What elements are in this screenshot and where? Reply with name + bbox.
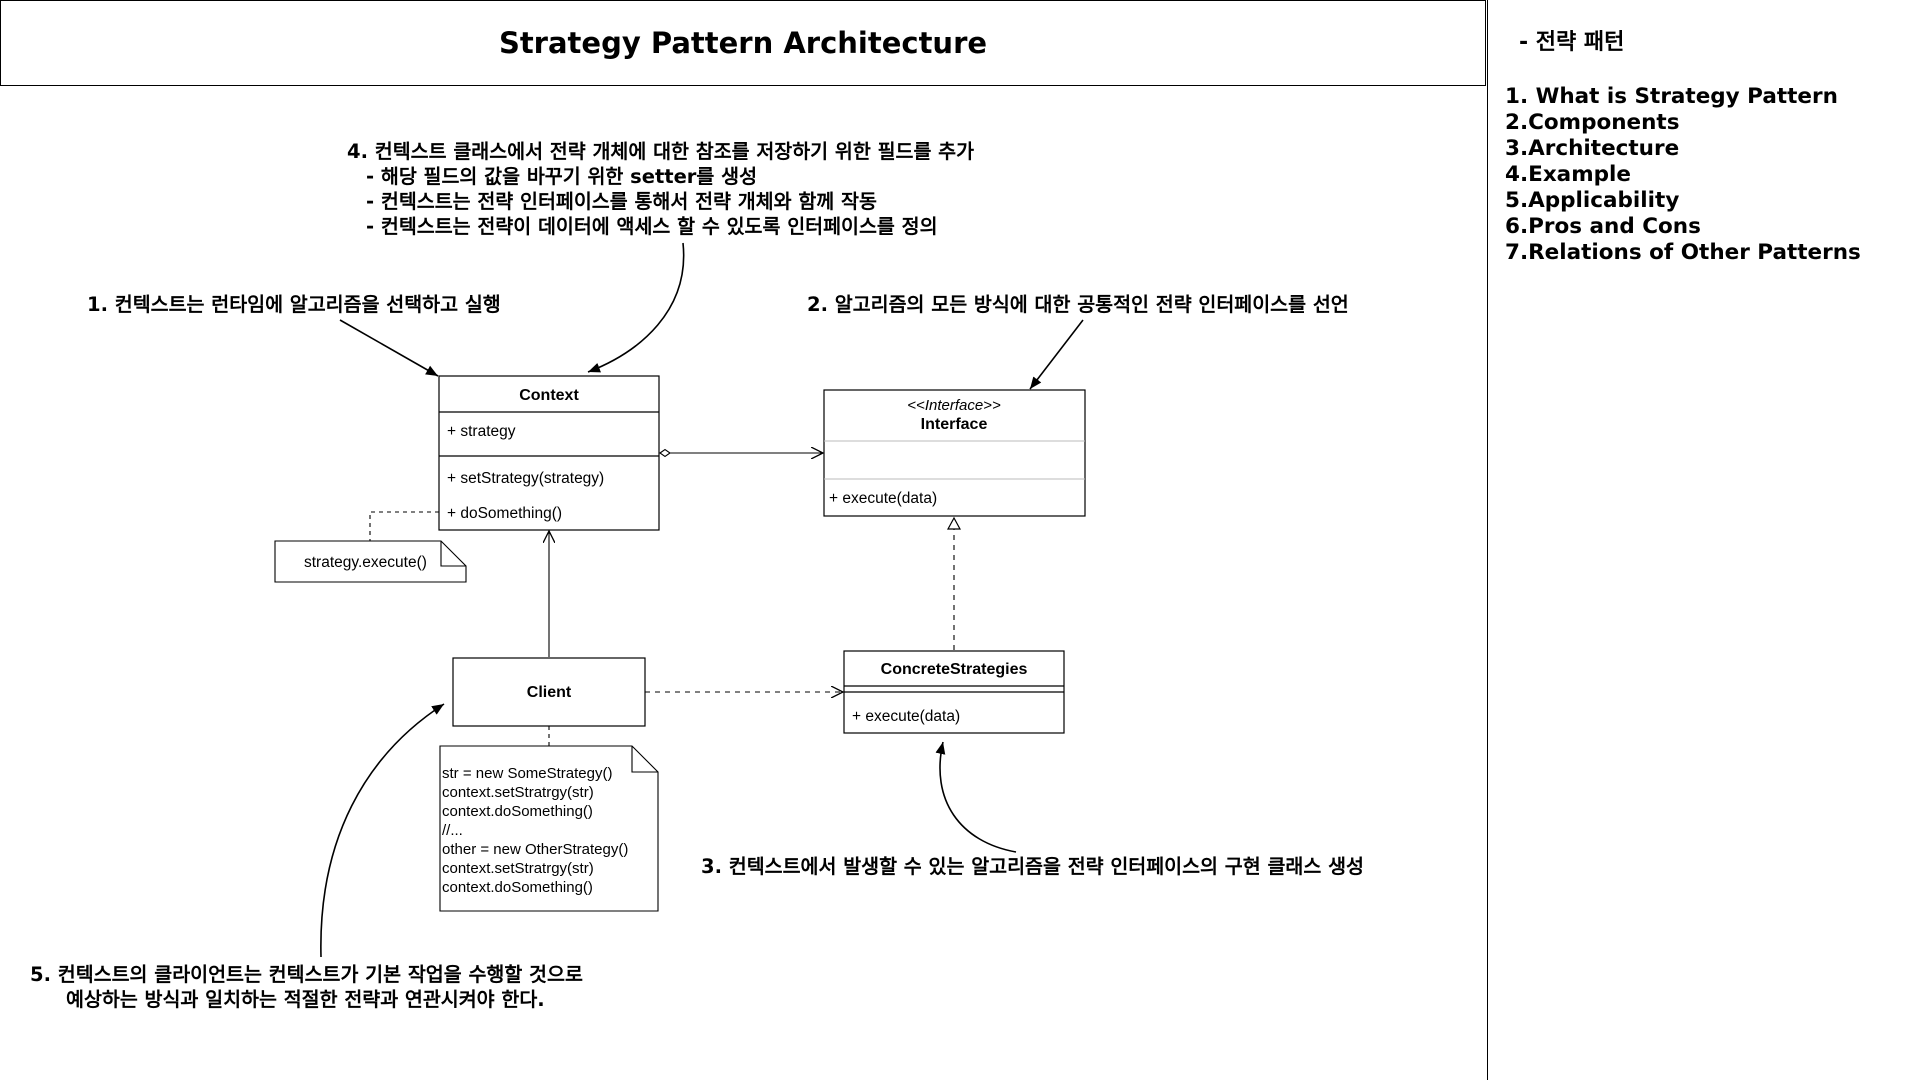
arrow-annotation-1 — [339, 319, 439, 377]
class-client[interactable]: Client — [452, 657, 646, 727]
annotation-4-line-1: 4. 컨텍스트 클래스에서 전략 개체에 대한 참조를 저장하기 위한 필드를 … — [347, 140, 974, 163]
toc-item-2[interactable]: 2.Components — [1505, 110, 1680, 135]
annotation-4-line-2: - 해당 필드의 값을 바꾸기 위한 setter를 생성 — [366, 165, 757, 188]
client-note-line-2: context.setStratrgy(str) — [442, 784, 594, 801]
annotation-arrows — [320, 242, 1084, 958]
annotation-3: 3. 컨텍스트에서 발생할 수 있는 알고리즘을 전략 인터페이스의 구현 클래… — [701, 855, 1364, 878]
interface-class-name: Interface — [921, 416, 988, 433]
toc-item-3[interactable]: 3.Architecture — [1505, 136, 1680, 161]
toc-item-1[interactable]: 1. What is Strategy Pattern — [1505, 84, 1838, 109]
relationships — [369, 453, 954, 746]
client-note-line-4: //... — [442, 822, 463, 839]
interface-stereotype: <<Interface>> — [907, 397, 1001, 414]
client-note-line-6: context.setStratrgy(str) — [442, 860, 594, 877]
toc-item-7[interactable]: 7.Relations of Other Patterns — [1505, 240, 1861, 265]
context-method-set-strategy: + setStrategy(strategy) — [447, 470, 604, 487]
arrow-annotation-5 — [320, 703, 445, 958]
note-client: str = new SomeStrategy() context.setStra… — [439, 745, 659, 912]
note-link-context — [369, 511, 439, 541]
arrow-annotation-3 — [935, 741, 1017, 853]
client-note-line-7: context.doSomething() — [442, 879, 593, 896]
annotation-5-line-1: 5. 컨텍스트의 클라이언트는 컨텍스트가 기본 작업을 수행할 것으로 — [30, 963, 583, 986]
toc-item-6[interactable]: 6.Pros and Cons — [1505, 214, 1701, 239]
annotation-4: 4. 컨텍스트 클래스에서 전략 개체에 대한 참조를 저장하기 위한 필드를 … — [347, 140, 974, 238]
context-class-name: Context — [519, 387, 579, 404]
sidebar-heading: - 전략 패턴 — [1519, 30, 1625, 55]
client-class-name: Client — [527, 684, 572, 701]
concrete-class-name: ConcreteStrategies — [881, 661, 1028, 678]
annotation-5: 5. 컨텍스트의 클라이언트는 컨텍스트가 기본 작업을 수행할 것으로 예상하… — [30, 963, 583, 1011]
page-title: Strategy Pattern Architecture — [498, 26, 988, 60]
interface-method-execute: + execute(data) — [829, 490, 937, 507]
annotation-5-line-2: 예상하는 방식과 일치하는 적절한 전략과 연관시켜야 한다. — [66, 988, 545, 1011]
context-note-text: strategy.execute() — [304, 554, 427, 571]
toc-item-4[interactable]: 4.Example — [1505, 162, 1631, 187]
arrow-annotation-4 — [587, 242, 685, 373]
concrete-method-execute: + execute(data) — [852, 708, 960, 725]
title-bar: Strategy Pattern Architecture — [0, 0, 1486, 86]
client-note-line-1: str = new SomeStrategy() — [442, 765, 612, 782]
diagram-area: Strategy Pattern Architecture 4. 컨텍스트 클래… — [0, 0, 1486, 1011]
sidebar: - 전략 패턴 1. What is Strategy Pattern 2.Co… — [1505, 24, 1905, 266]
annotation-4-line-3: - 컨텍스트는 전략 인터페이스를 통해서 전략 개체와 함께 작동 — [366, 190, 877, 213]
client-note-line-3: context.doSomething() — [442, 803, 593, 820]
context-field-strategy: + strategy — [447, 423, 516, 440]
annotation-4-line-4: - 컨텍스트는 전략이 데이터에 액세스 할 수 있도록 인터페이스를 정의 — [366, 215, 938, 238]
client-note-line-5: other = new OtherStrategy() — [442, 841, 628, 858]
toc-item-5[interactable]: 5.Applicability — [1505, 188, 1680, 213]
annotation-2: 2. 알고리즘의 모든 방식에 대한 공통적인 전략 인터페이스를 선언 — [807, 293, 1349, 316]
annotation-1: 1. 컨텍스트는 런타임에 알고리즘을 선택하고 실행 — [87, 293, 501, 316]
sidebar-divider — [1487, 0, 1488, 1080]
arrow-annotation-2 — [1029, 319, 1084, 390]
note-context: strategy.execute() — [274, 540, 467, 583]
class-interface[interactable]: <<Interface>> Interface + execute(data) — [823, 389, 1086, 517]
class-concrete-strategies[interactable]: ConcreteStrategies + execute(data) — [843, 650, 1065, 734]
context-method-do-something: + doSomething() — [447, 505, 562, 522]
class-context[interactable]: Context + strategy + setStrategy(strateg… — [438, 375, 660, 531]
uml-diagram: 4. 컨텍스트 클래스에서 전략 개체에 대한 참조를 저장하기 위한 필드를 … — [30, 140, 1364, 1011]
